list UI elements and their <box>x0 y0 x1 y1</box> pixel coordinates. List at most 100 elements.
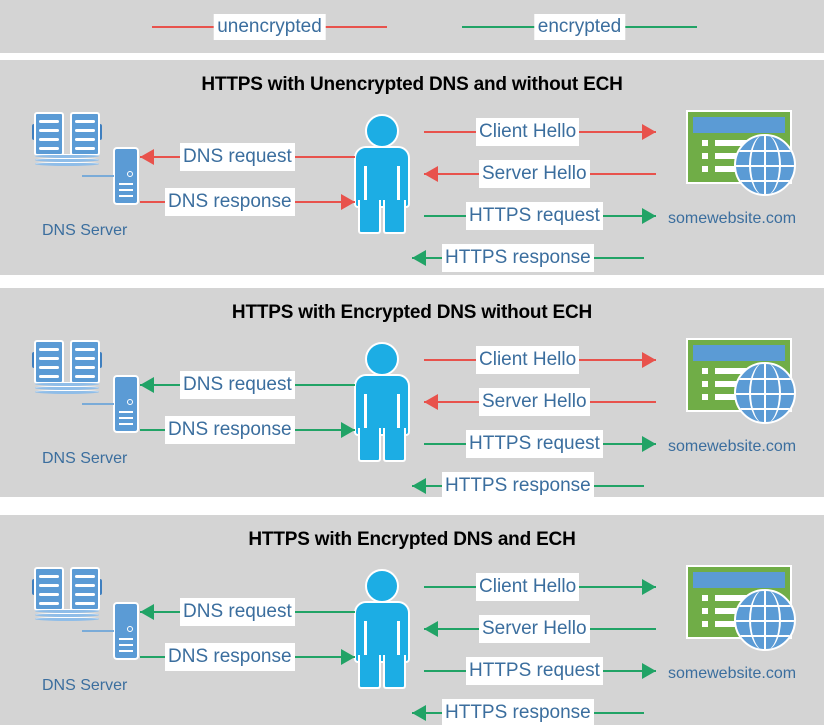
book-page-edge <box>35 617 99 621</box>
network-cable <box>82 630 114 632</box>
book-page-edge <box>35 158 99 162</box>
person-leg <box>358 655 381 689</box>
arrow-head-left <box>424 166 438 182</box>
server-slot <box>119 638 133 640</box>
person-leg <box>383 200 406 234</box>
book-page-edge <box>35 382 99 386</box>
book-spine <box>64 114 70 154</box>
globe-parallel <box>736 620 794 622</box>
book-text-line <box>75 575 95 578</box>
arrow-head-right <box>642 124 656 140</box>
website-node: somewebsite.com <box>668 338 826 458</box>
globe-parallel <box>736 408 794 410</box>
website-node: somewebsite.com <box>668 565 826 685</box>
server-slot <box>119 650 133 652</box>
book-text-line <box>75 584 95 587</box>
book-text-line <box>39 375 59 378</box>
server-slot <box>119 195 133 197</box>
book-text-line <box>75 375 95 378</box>
server-slot <box>119 411 133 413</box>
server-power-icon <box>127 399 133 405</box>
arrow-head-right <box>642 352 656 368</box>
website-node: somewebsite.com <box>668 110 826 230</box>
book-text-line <box>39 138 59 141</box>
list-bullet <box>702 153 708 159</box>
book-text-line <box>75 138 95 141</box>
person-arm-gap <box>397 394 400 430</box>
person-user-icon <box>352 569 412 689</box>
message-label: DNS request <box>180 598 295 626</box>
globe-parallel <box>736 605 794 607</box>
book-text-line <box>39 366 59 369</box>
arrow-head-right <box>341 194 355 210</box>
message-row: HTTPS response <box>412 699 644 727</box>
book-text-line <box>75 147 95 150</box>
list-bullet <box>702 621 708 627</box>
legend-item-unencrypted: unencrypted <box>152 0 387 53</box>
book-page-edge <box>35 613 99 617</box>
book-text-line <box>39 584 59 587</box>
server-slot <box>119 183 133 185</box>
globe-parallel <box>736 393 794 395</box>
person-body <box>354 601 410 663</box>
person-leg <box>383 655 406 689</box>
message-row: Client Hello <box>424 346 656 374</box>
globe-icon <box>734 134 796 196</box>
book-text-line <box>75 348 95 351</box>
list-line <box>715 368 759 374</box>
arrow-head-left <box>412 250 426 266</box>
window-title-bar <box>693 345 785 361</box>
message-label: Client Hello <box>476 118 580 146</box>
message-row: Client Hello <box>424 573 656 601</box>
message-row: HTTPS response <box>412 244 644 272</box>
arrow-head-left <box>412 705 426 721</box>
legend-label-encrypted: encrypted <box>533 14 626 40</box>
globe-parallel <box>736 150 794 152</box>
person-leg <box>383 428 406 462</box>
open-book-icon <box>32 567 102 621</box>
person-head <box>365 569 399 603</box>
server-slot <box>119 423 133 425</box>
arrow-head-left <box>412 478 426 494</box>
window-title-bar <box>693 572 785 588</box>
panel-2: HTTPS with Encrypted DNS without ECH DNS… <box>0 288 826 500</box>
person-arm-gap <box>397 166 400 202</box>
website-label: somewebsite.com <box>668 210 797 227</box>
message-label: HTTPS response <box>442 472 594 500</box>
list-bullet <box>702 140 708 146</box>
legend-item-encrypted: encrypted <box>462 0 697 53</box>
website-label: somewebsite.com <box>668 438 797 455</box>
book-spine <box>64 569 70 609</box>
message-row: DNS response <box>140 643 355 671</box>
panel-title: HTTPS with Encrypted DNS and ECH <box>248 529 576 550</box>
message-row: Server Hello <box>424 388 656 416</box>
message-label: Client Hello <box>476 346 580 374</box>
message-row: DNS response <box>140 188 355 216</box>
person-user-icon <box>352 342 412 462</box>
legend: unencrypted encrypted <box>0 0 824 53</box>
message-label: DNS response <box>165 643 295 671</box>
message-row: HTTPS request <box>424 202 656 230</box>
message-label: HTTPS request <box>466 202 603 230</box>
message-label: Server Hello <box>479 615 590 643</box>
book-text-line <box>75 357 95 360</box>
book-page-edge <box>35 154 99 158</box>
arrow-head-left <box>424 621 438 637</box>
message-row: Client Hello <box>424 118 656 146</box>
message-row: DNS request <box>140 598 355 626</box>
book-page-edge <box>35 609 99 613</box>
arrow-head-right <box>341 422 355 438</box>
open-book-icon <box>32 340 102 394</box>
panel-3: HTTPS with Encrypted DNS and ECH DNS Ser… <box>0 515 826 727</box>
message-row: HTTPS request <box>424 430 656 458</box>
book-page-right <box>70 112 100 156</box>
message-row: Server Hello <box>424 615 656 643</box>
book-text-line <box>75 129 95 132</box>
panel-title: HTTPS with Encrypted DNS without ECH <box>231 302 593 323</box>
message-label: HTTPS response <box>442 244 594 272</box>
list-bullet <box>702 394 708 400</box>
book-page-left <box>34 340 64 384</box>
message-label: HTTPS request <box>466 430 603 458</box>
message-label: DNS response <box>165 416 295 444</box>
server-slot <box>119 644 133 646</box>
